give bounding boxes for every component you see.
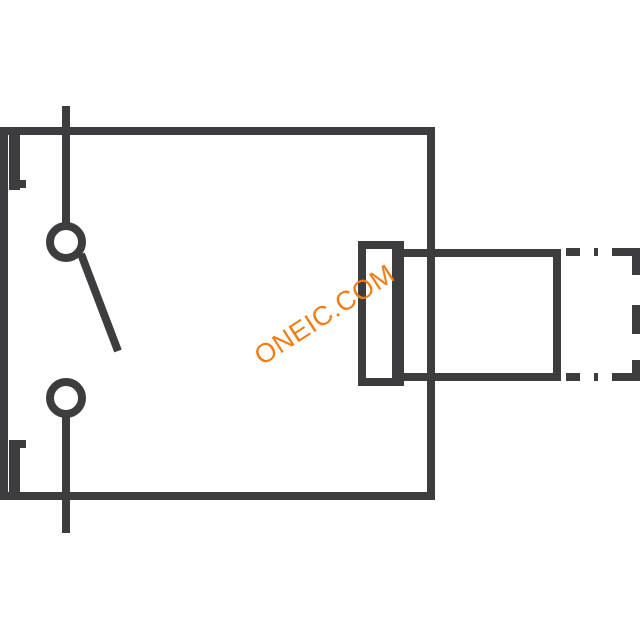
terminal-contact-top bbox=[46, 222, 86, 262]
switch-arm bbox=[77, 252, 122, 353]
housing-body bbox=[0, 127, 435, 500]
terminal-contact-bottom bbox=[46, 378, 86, 418]
watermark-text: ONEIC.COM bbox=[249, 258, 400, 371]
mounting-tab-top-inner bbox=[9, 180, 26, 188]
mounting-tab-top bbox=[9, 135, 20, 190]
mounting-tab-bottom-inner bbox=[9, 440, 26, 448]
actuator-plunger bbox=[392, 249, 561, 381]
mounting-tab-bottom bbox=[9, 440, 20, 492]
